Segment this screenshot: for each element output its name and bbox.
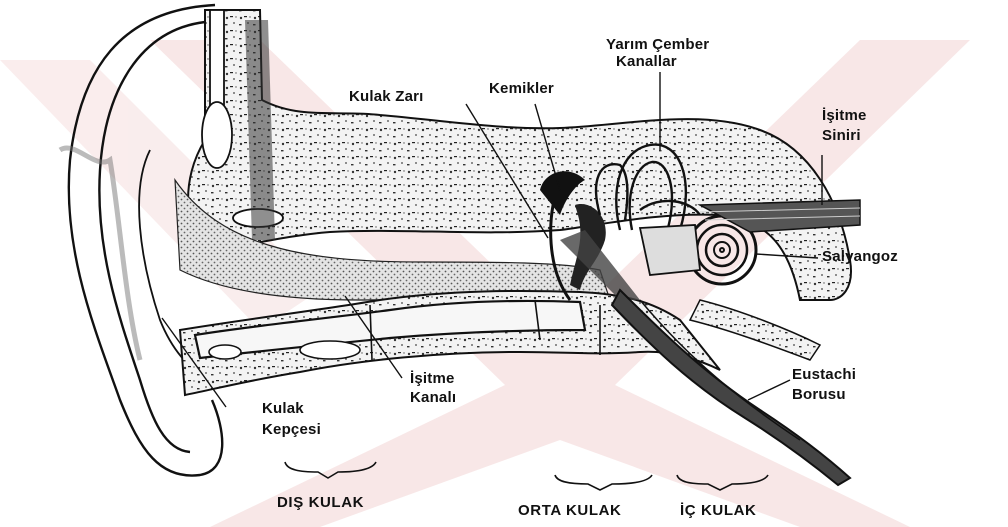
label-yarim-cember-line2: Kanallar xyxy=(616,53,677,70)
section-orta-kulak: ORTA KULAK xyxy=(518,502,622,519)
label-kemikler: Kemikler xyxy=(489,80,554,97)
label-eustachi-line2: Borusu xyxy=(792,386,846,403)
label-eustachi-line1: Eustachi xyxy=(792,366,856,383)
label-isitme-kanali-line2: Kanalı xyxy=(410,389,456,406)
label-salyangoz: Salyangoz xyxy=(822,248,898,265)
mastoid-cavity xyxy=(202,102,232,168)
section-dis-kulak: DIŞ KULAK xyxy=(277,494,364,511)
inner-ear-lower-bone xyxy=(690,300,820,360)
label-yarim-cember-line1: Yarım Çember xyxy=(606,36,709,53)
label-isitme-siniri-line2: Siniri xyxy=(822,127,861,144)
brace-orta-kulak xyxy=(555,475,652,490)
leader-eustachi xyxy=(748,380,790,400)
label-kulak-zari: Kulak Zarı xyxy=(349,88,424,105)
canal-cavity-2 xyxy=(300,341,360,359)
canal-cavity-1 xyxy=(209,345,241,359)
section-ic-kulak: İÇ KULAK xyxy=(680,502,756,519)
label-kulak-kepcesi-line2: Kepçesi xyxy=(262,421,321,438)
label-kulak-kepcesi-line1: Kulak xyxy=(262,400,304,417)
label-isitme-kanali-line1: İşitme xyxy=(410,370,455,387)
vestibule-shape xyxy=(640,225,700,275)
label-isitme-siniri-line1: İşitme xyxy=(822,107,867,124)
